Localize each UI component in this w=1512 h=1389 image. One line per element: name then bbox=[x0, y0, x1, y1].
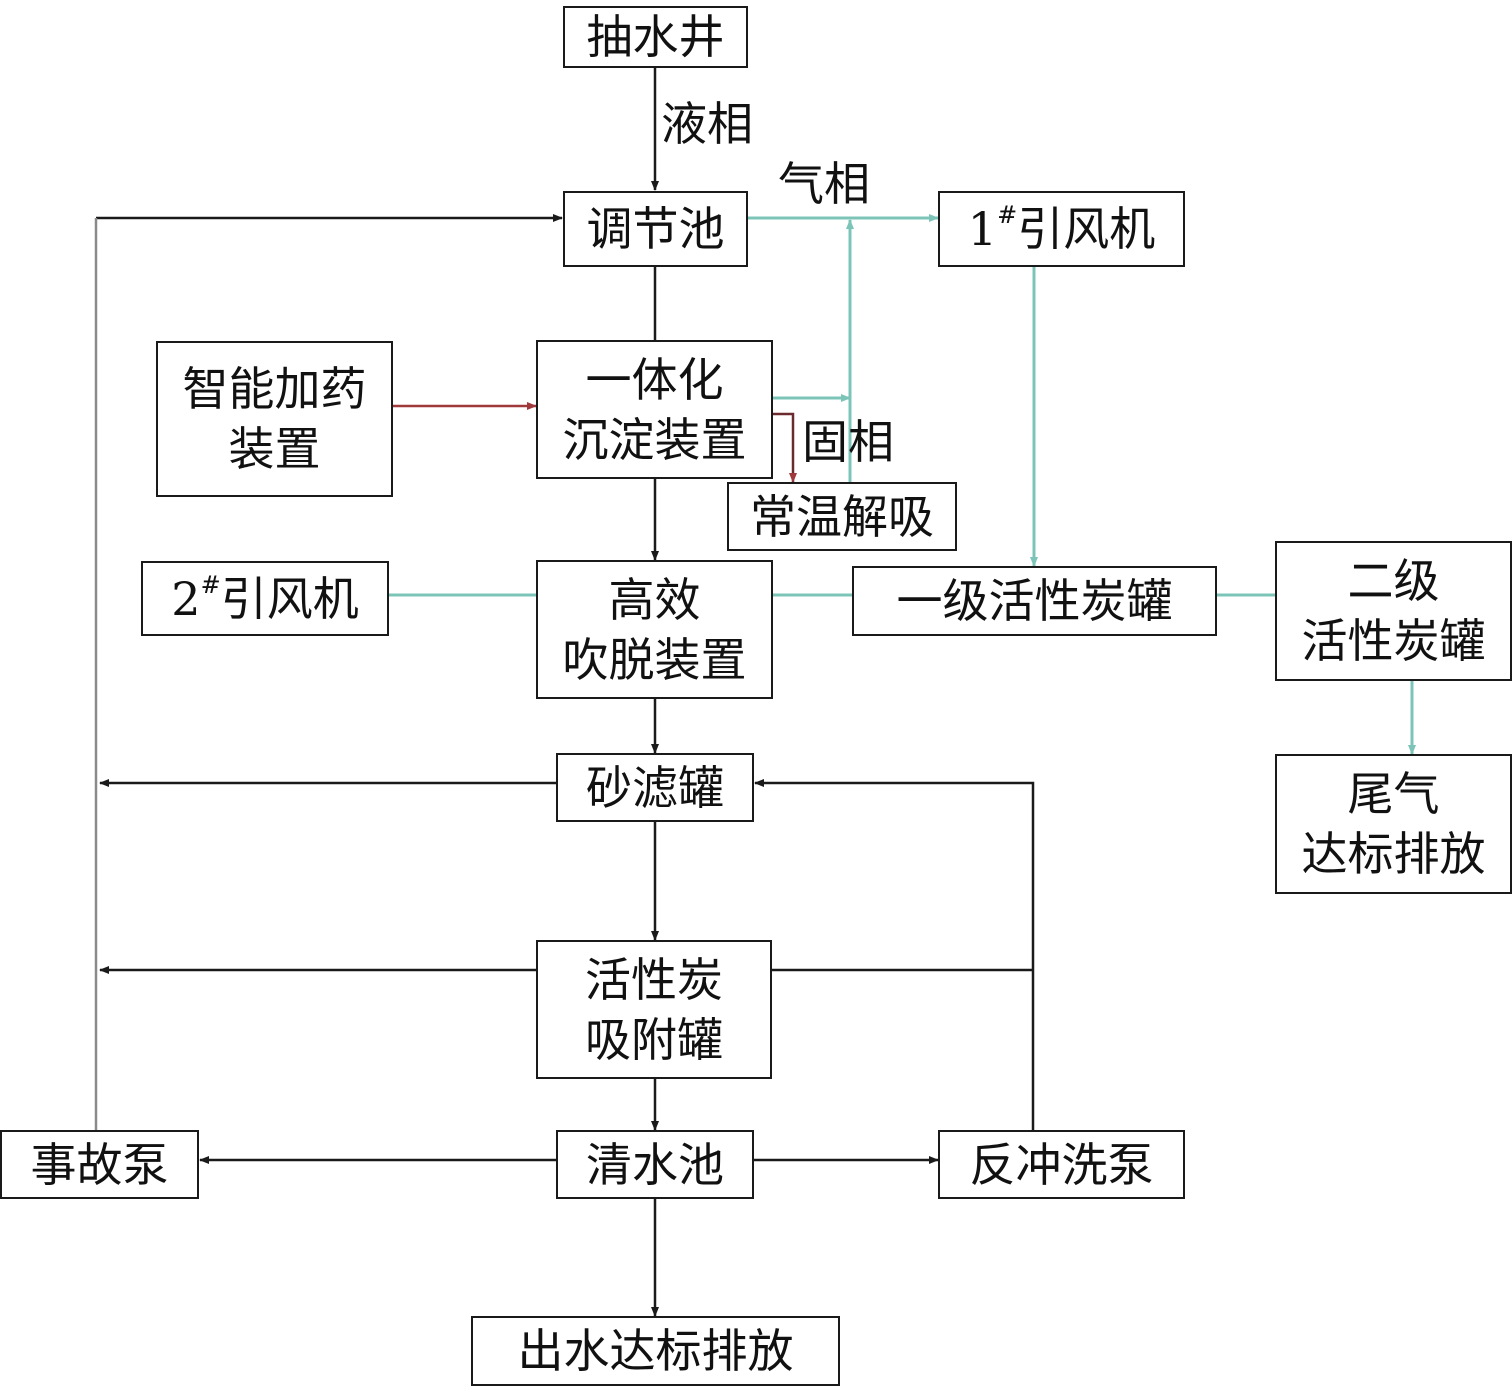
node-exhaust-line2: 达标排放 bbox=[1301, 827, 1486, 881]
node-equalization-pool: 调节池 bbox=[563, 191, 748, 267]
node-fan-1: 1#引风机 bbox=[938, 191, 1185, 267]
node-exhaust-line1: 尾气 bbox=[1347, 767, 1440, 821]
node-sedimentation-line2: 沉淀装置 bbox=[562, 412, 747, 467]
node-emergency-pump: 事故泵 bbox=[0, 1130, 199, 1199]
node-fan-2-label: 2#引风机 bbox=[171, 570, 359, 626]
node-dosing-device: 智能加药 装置 bbox=[156, 341, 393, 497]
node-equalization-label: 调节池 bbox=[586, 202, 725, 256]
node-fan-1-label: 1#引风机 bbox=[967, 201, 1156, 256]
node-stripping-line1: 高效 bbox=[608, 572, 701, 627]
node-carbon-adsorber: 活性炭 吸附罐 bbox=[536, 940, 772, 1079]
node-well: 抽水井 bbox=[563, 6, 748, 68]
node-water-discharge: 出水达标排放 bbox=[471, 1316, 840, 1386]
label-liquid-phase: 液相 bbox=[661, 97, 753, 151]
node-sedimentation-line1: 一体化 bbox=[585, 352, 724, 407]
node-sand-filter-label: 砂滤罐 bbox=[586, 760, 724, 815]
node-carbon-adsorber-line1: 活性炭 bbox=[585, 952, 723, 1007]
label-gas-phase: 气相 bbox=[778, 157, 870, 211]
node-well-label: 抽水井 bbox=[586, 10, 725, 64]
node-sand-filter: 砂滤罐 bbox=[556, 753, 754, 822]
node-desorption-label: 常温解吸 bbox=[750, 489, 934, 544]
node-clear-water-pool: 清水池 bbox=[556, 1130, 754, 1199]
node-stripping-line2: 吹脱装置 bbox=[562, 632, 747, 687]
node-carbon-tank-2: 二级 活性炭罐 bbox=[1275, 541, 1512, 681]
node-stripping-device: 高效 吹脱装置 bbox=[536, 560, 773, 699]
node-clear-water-pool-label: 清水池 bbox=[586, 1137, 724, 1192]
node-carbon-tank-1: 一级活性炭罐 bbox=[852, 566, 1217, 636]
node-carbon-tank-2-line1: 二级 bbox=[1347, 554, 1440, 608]
node-exhaust-discharge: 尾气 达标排放 bbox=[1275, 754, 1512, 894]
node-emergency-pump-label: 事故泵 bbox=[30, 1137, 169, 1192]
node-backwash-pump-label: 反冲洗泵 bbox=[969, 1137, 1154, 1192]
node-carbon-tank-2-line2: 活性炭罐 bbox=[1301, 614, 1486, 668]
node-dosing-line2: 装置 bbox=[228, 422, 321, 476]
node-desorption: 常温解吸 bbox=[727, 482, 957, 551]
label-solid-phase: 固相 bbox=[802, 415, 894, 469]
node-dosing-line1: 智能加药 bbox=[182, 362, 367, 416]
node-water-discharge-label: 出水达标排放 bbox=[517, 1324, 794, 1378]
node-backwash-pump: 反冲洗泵 bbox=[938, 1130, 1185, 1199]
flow-backwash-to-sand-filter bbox=[754, 779, 1035, 1130]
flow-sedimentation-to-desorption bbox=[772, 412, 797, 483]
node-sedimentation-device: 一体化 沉淀装置 bbox=[536, 340, 773, 479]
node-carbon-tank-1-label: 一级活性炭罐 bbox=[896, 574, 1173, 628]
node-fan-2: 2#引风机 bbox=[141, 561, 389, 636]
node-carbon-adsorber-line2: 吸附罐 bbox=[585, 1012, 723, 1067]
